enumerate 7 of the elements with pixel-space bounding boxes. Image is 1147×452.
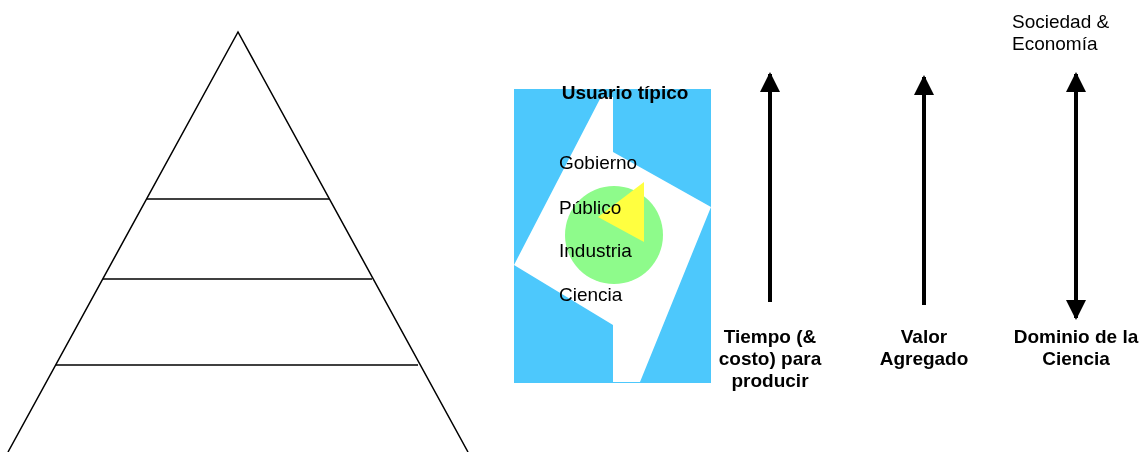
axis-label: Tiempo (& costo) para producir: [717, 326, 823, 392]
category-label: Público: [559, 197, 623, 219]
axis-label: Sociedad & Economía: [1012, 11, 1111, 55]
axis-label: Dominio de la Ciencia: [1012, 326, 1140, 370]
axis-label: Valor Agregado: [878, 326, 970, 370]
category-label: Industria: [559, 240, 633, 262]
category-label: Ciencia: [559, 284, 624, 306]
